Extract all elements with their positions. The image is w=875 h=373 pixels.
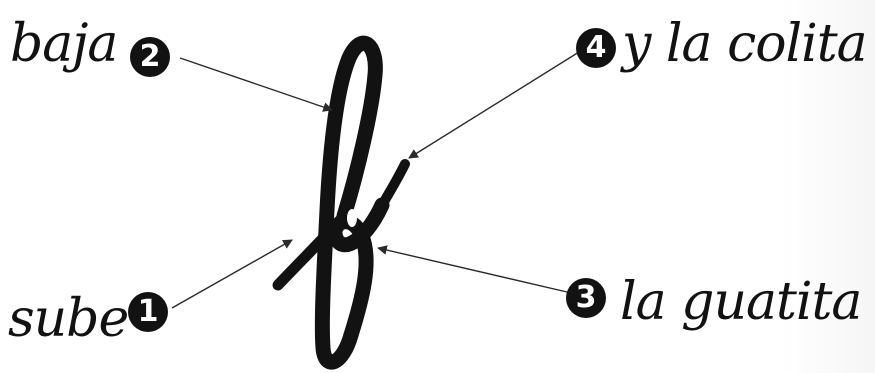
- arrow-step-2: [180, 58, 332, 110]
- label-sube: sube: [8, 293, 128, 345]
- step-badge-4: 4: [576, 28, 616, 68]
- step-badge-3: 3: [566, 278, 606, 318]
- step-badge-1: 1: [128, 292, 168, 332]
- label-colita: y la colita: [622, 18, 867, 70]
- arrow-step-4: [409, 52, 579, 158]
- arrow-step-1: [172, 240, 292, 308]
- stroke-baja: [322, 43, 375, 362]
- label-baja: baja: [10, 18, 117, 70]
- label-guatita: la guatita: [620, 276, 861, 328]
- letter-f-knot-eye: [347, 209, 357, 227]
- cursive-letter-f: [278, 43, 405, 362]
- stroke-colita: [382, 164, 405, 205]
- stroke-guatita: [335, 205, 382, 335]
- arrow-step-3: [378, 248, 567, 292]
- step-badge-2: 2: [130, 37, 170, 77]
